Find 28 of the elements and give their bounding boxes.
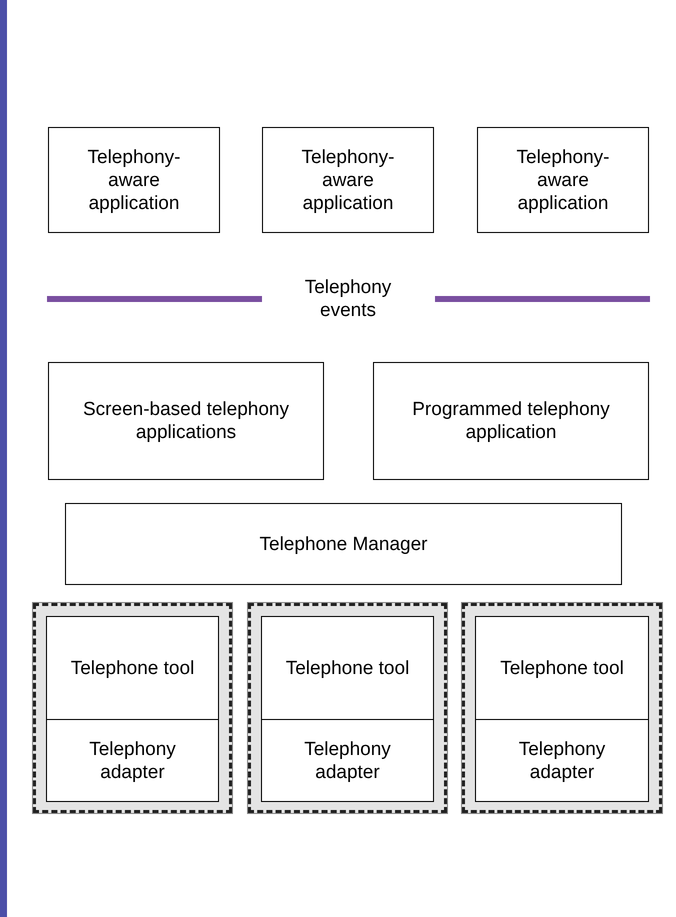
box-label: Telephone tool	[500, 656, 624, 680]
layer-box	[261, 719, 434, 802]
group-frame	[33, 603, 232, 813]
box-label: Telephone tool	[70, 656, 194, 680]
layer-box	[48, 362, 324, 480]
layer-box	[262, 127, 434, 233]
layer-box	[475, 616, 649, 720]
layer-box	[477, 127, 649, 233]
layer-box	[65, 503, 622, 585]
box-label: Telephony adapter	[303, 738, 392, 784]
layer-box	[261, 616, 434, 720]
box-label: Telephony adapter	[518, 738, 606, 784]
box-label: Programmed telephony application	[411, 398, 611, 444]
layer-box	[46, 719, 219, 802]
box-label: Telephone Manager	[260, 532, 428, 556]
layer-box	[46, 616, 219, 720]
layer-box	[373, 362, 649, 480]
layer-box	[475, 719, 649, 802]
group-frame	[462, 603, 662, 813]
box-label: Telephony-aware application	[300, 146, 396, 214]
box-label: Telephony adapter	[88, 738, 177, 784]
box-label: Telephony-aware application	[86, 146, 182, 214]
layer-box	[48, 127, 220, 233]
box-label: Telephone tool	[286, 656, 410, 680]
layer-label: Telephony events	[304, 276, 392, 322]
group-frame	[248, 603, 447, 813]
box-label: Screen-based telephony applications	[82, 398, 290, 444]
box-label: Telephony-aware application	[516, 146, 610, 214]
